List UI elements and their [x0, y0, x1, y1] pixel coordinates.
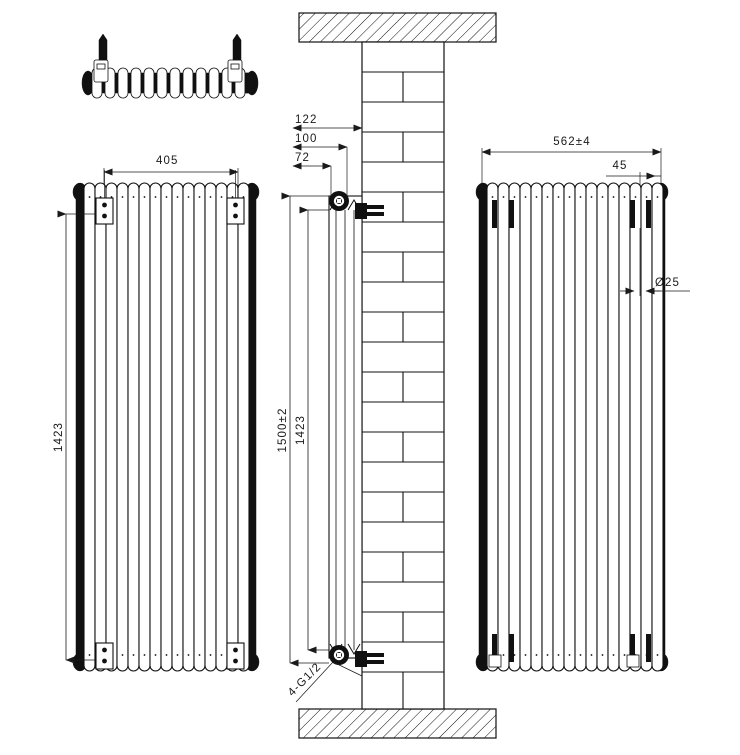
dimension-wall-offset-inner-label: 72 — [295, 152, 310, 164]
front-fin-group — [83, 182, 250, 672]
dimension-pipe-diameter: Ø25 — [620, 228, 690, 296]
rear-fin — [651, 182, 664, 672]
section-connector-bottom — [355, 651, 384, 667]
rear-fin — [640, 182, 653, 672]
plan-fin — [169, 67, 185, 99]
rear-fin — [607, 182, 620, 672]
plan-end-cap-right — [245, 70, 259, 96]
plan-fin — [182, 67, 198, 99]
rear-fin — [618, 182, 631, 672]
dimension-wall-offset-outer-label: 122 — [295, 114, 318, 126]
rear-valve-stub-top-right — [630, 200, 651, 228]
floor-slab — [298, 708, 497, 739]
front-fin — [160, 182, 173, 672]
front-fin — [127, 182, 140, 672]
section-port-bottom[interactable] — [329, 645, 349, 665]
rear-fin — [519, 182, 532, 672]
dimension-section-height: 1423 — [295, 206, 329, 654]
rear-fin — [552, 182, 565, 672]
rear-fin — [574, 182, 587, 672]
dimension-rear-width-label: 562±4 — [553, 136, 590, 148]
front-fin — [171, 182, 184, 672]
rear-valve-stub-bottom-left — [488, 634, 514, 668]
rear-fin — [508, 182, 521, 672]
ceiling-slab — [298, 12, 497, 43]
dimension-mount-height: 1500±2 — [277, 192, 329, 667]
front-fin — [94, 182, 107, 672]
rear-fin-group — [486, 182, 664, 672]
rear-fin — [497, 182, 510, 672]
front-fin — [193, 182, 206, 672]
rear-fin — [486, 182, 499, 672]
front-fin — [138, 182, 151, 672]
dimension-rear-end-offset: 45 — [606, 160, 661, 196]
front-bracket-top-left — [95, 170, 114, 225]
callout-port-thread-label: 4-G1/2 — [286, 661, 324, 699]
plan-fin — [195, 67, 211, 99]
plan-bracket-right — [227, 33, 243, 83]
dimension-pipe-diameter-label: Ø25 — [655, 277, 680, 289]
dimension-front-width-label: 405 — [156, 155, 179, 167]
section-connector-top — [355, 203, 384, 219]
front-fin — [215, 182, 228, 672]
dimension-section-height-label: 1423 — [295, 415, 307, 445]
front-fin — [182, 182, 195, 672]
front-bracket-bottom-right — [226, 642, 245, 670]
front-fin — [204, 182, 217, 672]
rear-fin — [541, 182, 554, 672]
rear-valve-stub-top-left — [492, 200, 514, 228]
section-radiator-body — [328, 195, 363, 659]
dimension-wall-offset-mid: 100 — [292, 133, 348, 196]
wall-section-view: 122 100 72 1500±2 — [277, 12, 497, 739]
front-fin — [105, 182, 118, 672]
dimension-mount-height-label: 1500±2 — [277, 408, 289, 453]
plan-fin — [117, 67, 133, 99]
dimension-front-height: 1423 — [53, 210, 96, 664]
plan-fin — [143, 67, 159, 99]
dimension-wall-offset-mid-label: 100 — [295, 133, 318, 145]
plan-fin — [130, 67, 146, 99]
front-bracket-top-right — [226, 170, 245, 225]
section-port-top[interactable] — [329, 191, 349, 211]
plan-fin — [208, 67, 224, 99]
front-fin — [83, 182, 96, 672]
rear-fin — [629, 182, 642, 672]
brick-wall — [361, 41, 445, 710]
plan-fin — [156, 67, 172, 99]
front-fin — [237, 182, 250, 672]
front-elevation-view: 405 — [53, 155, 260, 672]
plan-fin-group — [91, 67, 250, 99]
callout-port-thread: 4-G1/2 — [286, 661, 363, 703]
front-bracket-bottom-left — [95, 642, 114, 670]
rear-fin — [585, 182, 598, 672]
rear-valve-stub-bottom-right — [626, 634, 651, 668]
dimension-front-height-label: 1423 — [53, 422, 65, 452]
rear-fin — [596, 182, 609, 672]
dimension-wall-offset-inner: 72 — [292, 152, 332, 196]
dimension-wall-offset-outer: 122 — [292, 114, 363, 190]
dimension-front-width: 405 — [103, 155, 239, 196]
dimension-rear-end-offset-label: 45 — [613, 160, 628, 172]
front-fin — [116, 182, 129, 672]
rear-elevation-view: 562±4 45 — [475, 136, 690, 672]
top-plan-view — [81, 33, 259, 99]
plan-bracket-left — [93, 33, 109, 83]
rear-fin — [563, 182, 576, 672]
rear-fin — [530, 182, 543, 672]
front-fin — [226, 182, 239, 672]
front-fin — [149, 182, 162, 672]
